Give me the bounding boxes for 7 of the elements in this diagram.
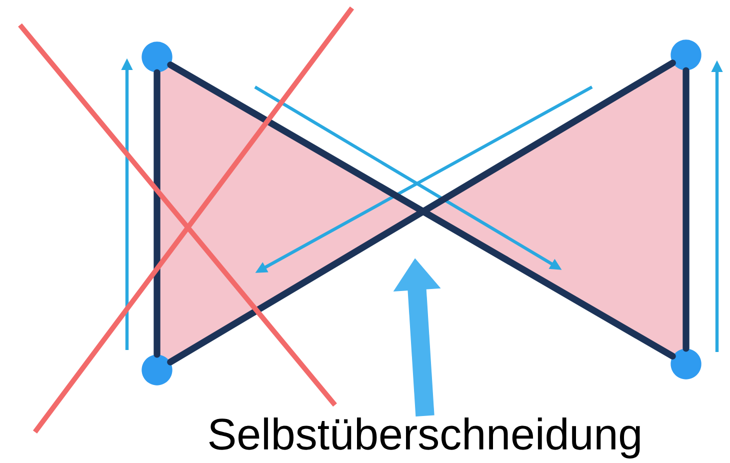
vertex-dot xyxy=(142,354,172,386)
vertex-dot xyxy=(142,42,172,72)
vertex-dot xyxy=(670,40,702,70)
polygon-edge xyxy=(682,67,690,352)
polygon-edge xyxy=(154,69,160,358)
caption-text: Selbstüberschneidung xyxy=(209,418,640,459)
vertex-dot xyxy=(670,348,702,380)
